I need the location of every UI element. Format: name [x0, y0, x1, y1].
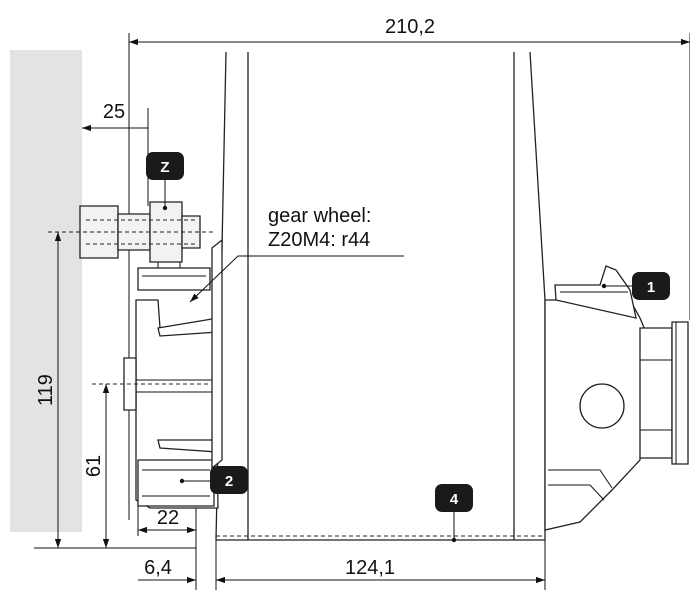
dim-bottom-offset: 6,4	[144, 557, 172, 579]
dim-overall-width: 210,2	[385, 16, 435, 38]
dim-offset-top: 25	[103, 101, 125, 123]
marker-1-label: 1	[647, 279, 655, 296]
motor-housing	[215, 51, 546, 541]
dim-bottom-width: 124,1	[345, 557, 395, 579]
gear-note-line1: gear wheel:	[268, 205, 371, 227]
marker-2: 2	[179, 466, 248, 494]
wall-surface	[10, 50, 82, 532]
marker-4: 4	[435, 484, 473, 543]
shaft-coupling	[79, 201, 201, 268]
gear-note-leader	[189, 255, 404, 303]
gear-assembly	[123, 238, 223, 509]
marker-z-label: Z	[160, 159, 169, 176]
marker-4-label: 4	[450, 491, 459, 508]
marker-2-label: 2	[225, 473, 233, 490]
dim-bottom-left: 22	[157, 507, 179, 529]
marker-z: Z	[146, 152, 184, 211]
drive-unit	[544, 265, 689, 531]
gear-note-line2: Z20M4: r44	[268, 229, 370, 251]
dim-height-total: 119	[35, 374, 57, 406]
marker-1: 1	[601, 272, 670, 300]
dim-height-axis: 61	[83, 455, 105, 477]
